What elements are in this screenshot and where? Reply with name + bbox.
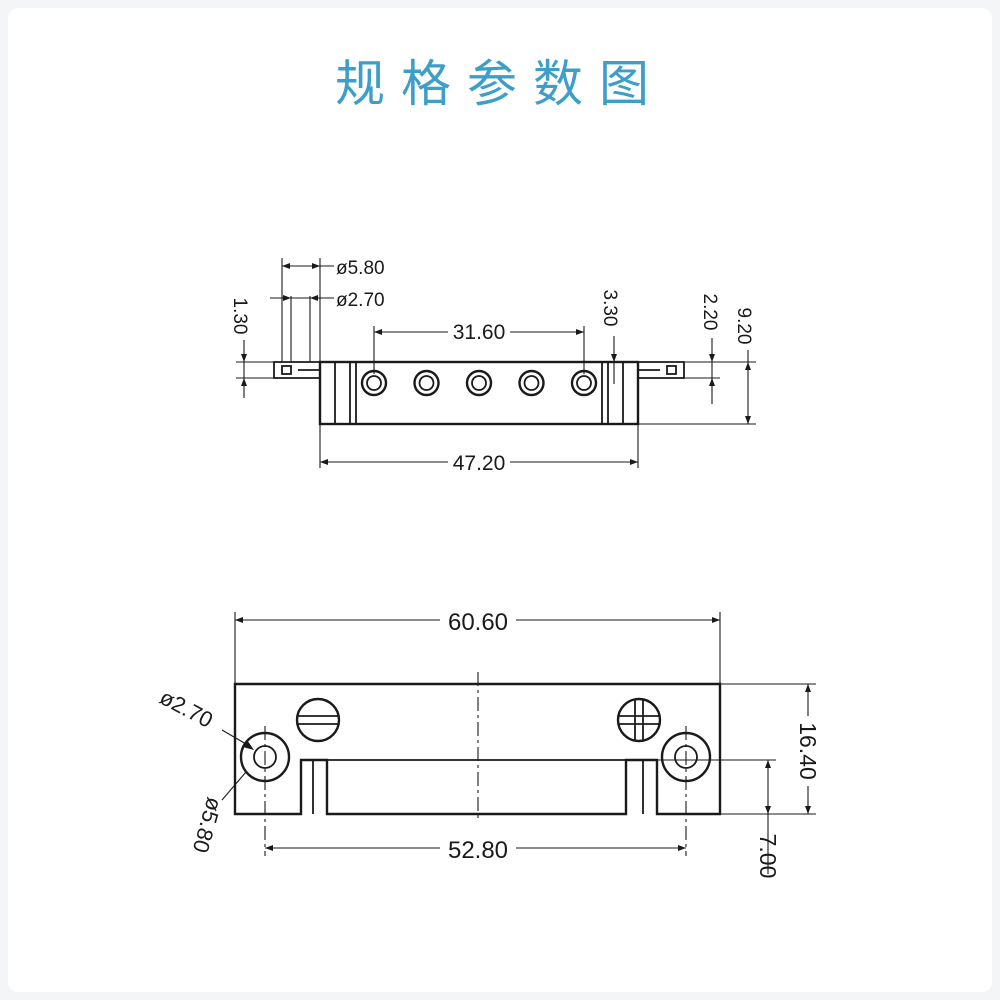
arrow	[282, 263, 290, 269]
dim-label-d-outer-bottom: ø5.80	[188, 795, 228, 856]
terminal-screw-icon	[465, 369, 493, 397]
right-flange-hole	[666, 365, 677, 375]
image-card	[8, 8, 992, 992]
body-outline	[318, 360, 640, 426]
arrow	[283, 295, 291, 301]
label-bg	[795, 716, 821, 786]
arrow	[243, 740, 254, 750]
dim-label-d-inner: ø2.70	[336, 290, 385, 311]
arrow	[320, 459, 328, 465]
slotted-screw-icon	[295, 697, 341, 743]
arrow	[576, 329, 584, 335]
phillips-screw-icon	[616, 697, 662, 743]
arrow	[235, 617, 243, 623]
arrow	[709, 378, 715, 386]
leader-line	[221, 771, 247, 801]
arrow	[630, 459, 638, 465]
arrow	[712, 617, 720, 623]
label-bg	[440, 606, 516, 634]
right-flange	[638, 361, 685, 379]
label-bg	[448, 318, 510, 342]
terminal-screw-icon	[570, 369, 598, 397]
top-view: ø5.80 ø2.70 1.30 31.60 3.30	[229, 258, 756, 475]
arrow	[709, 354, 715, 362]
leader-line	[221, 729, 247, 745]
dim-label-h-top: 2.20	[699, 294, 720, 331]
arrow	[374, 329, 382, 335]
dim-label-h-total: 9.20	[733, 308, 754, 345]
left-flange	[273, 361, 320, 379]
arrow	[611, 354, 617, 362]
page-title: 规格参数图	[335, 55, 665, 113]
arrow	[745, 416, 751, 424]
terminal-screw-icon	[360, 369, 388, 397]
dim-label-h-total-bottom: 16.40	[795, 722, 821, 780]
label-bg	[440, 834, 516, 862]
arrow	[265, 845, 273, 851]
dim-label-h-step: 3.30	[599, 290, 620, 327]
dim-label-h-flange: 1.30	[229, 298, 250, 335]
arrow	[241, 354, 247, 362]
arrow	[678, 845, 686, 851]
arrow	[805, 684, 811, 692]
terminal-group	[360, 369, 598, 397]
dim-label-d-outer: ø5.80	[336, 258, 385, 279]
dim-label-d-inner-bottom: ø2.70	[156, 684, 217, 732]
terminal-screw-icon	[518, 369, 545, 397]
arrow	[745, 362, 751, 370]
label-bg	[448, 449, 510, 473]
terminal-screw-icon	[413, 369, 440, 397]
arrow	[310, 295, 318, 301]
dim-label-w-body: 47.20	[453, 452, 506, 475]
arrow	[805, 806, 811, 814]
dim-label-w-total: 60.60	[448, 609, 508, 636]
left-flange-hole	[281, 365, 292, 375]
arrow	[765, 760, 771, 768]
bottom-view: 60.60 52.80 ø2.70 ø5.80 16.40	[156, 606, 821, 878]
arrow	[241, 378, 247, 386]
arrow	[765, 806, 771, 814]
dim-label-h-slot: 7.00	[755, 834, 781, 879]
dim-label-pitch-span: 31.60	[453, 321, 506, 344]
dim-label-w-holes: 52.80	[448, 837, 508, 864]
arrow	[312, 263, 320, 269]
